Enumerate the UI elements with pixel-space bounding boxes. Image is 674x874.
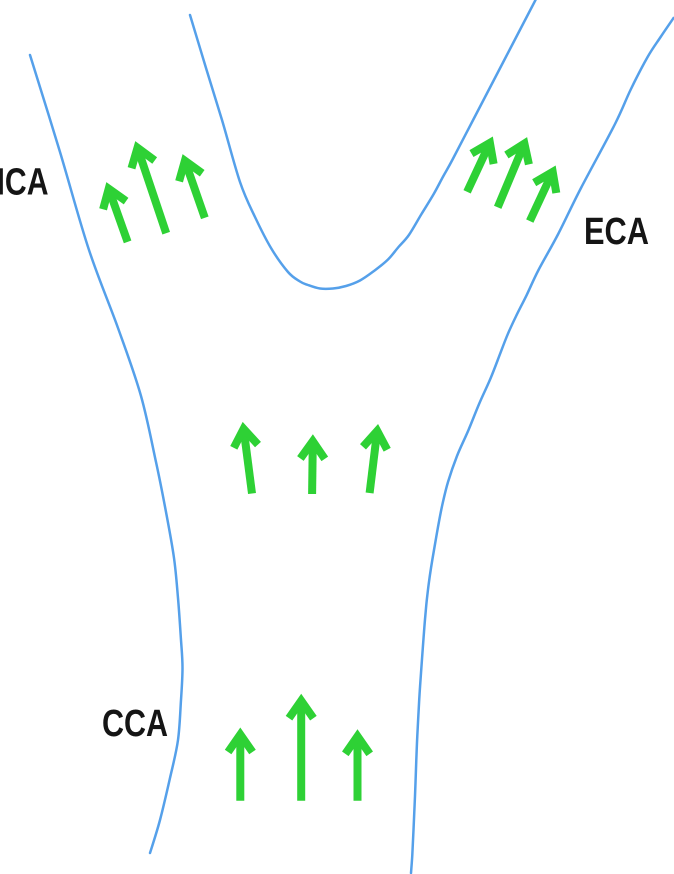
svg-text:CCA: CCA <box>102 703 168 745</box>
svg-text:ICA: ICA <box>0 162 49 204</box>
svg-text:ECA: ECA <box>584 211 649 253</box>
